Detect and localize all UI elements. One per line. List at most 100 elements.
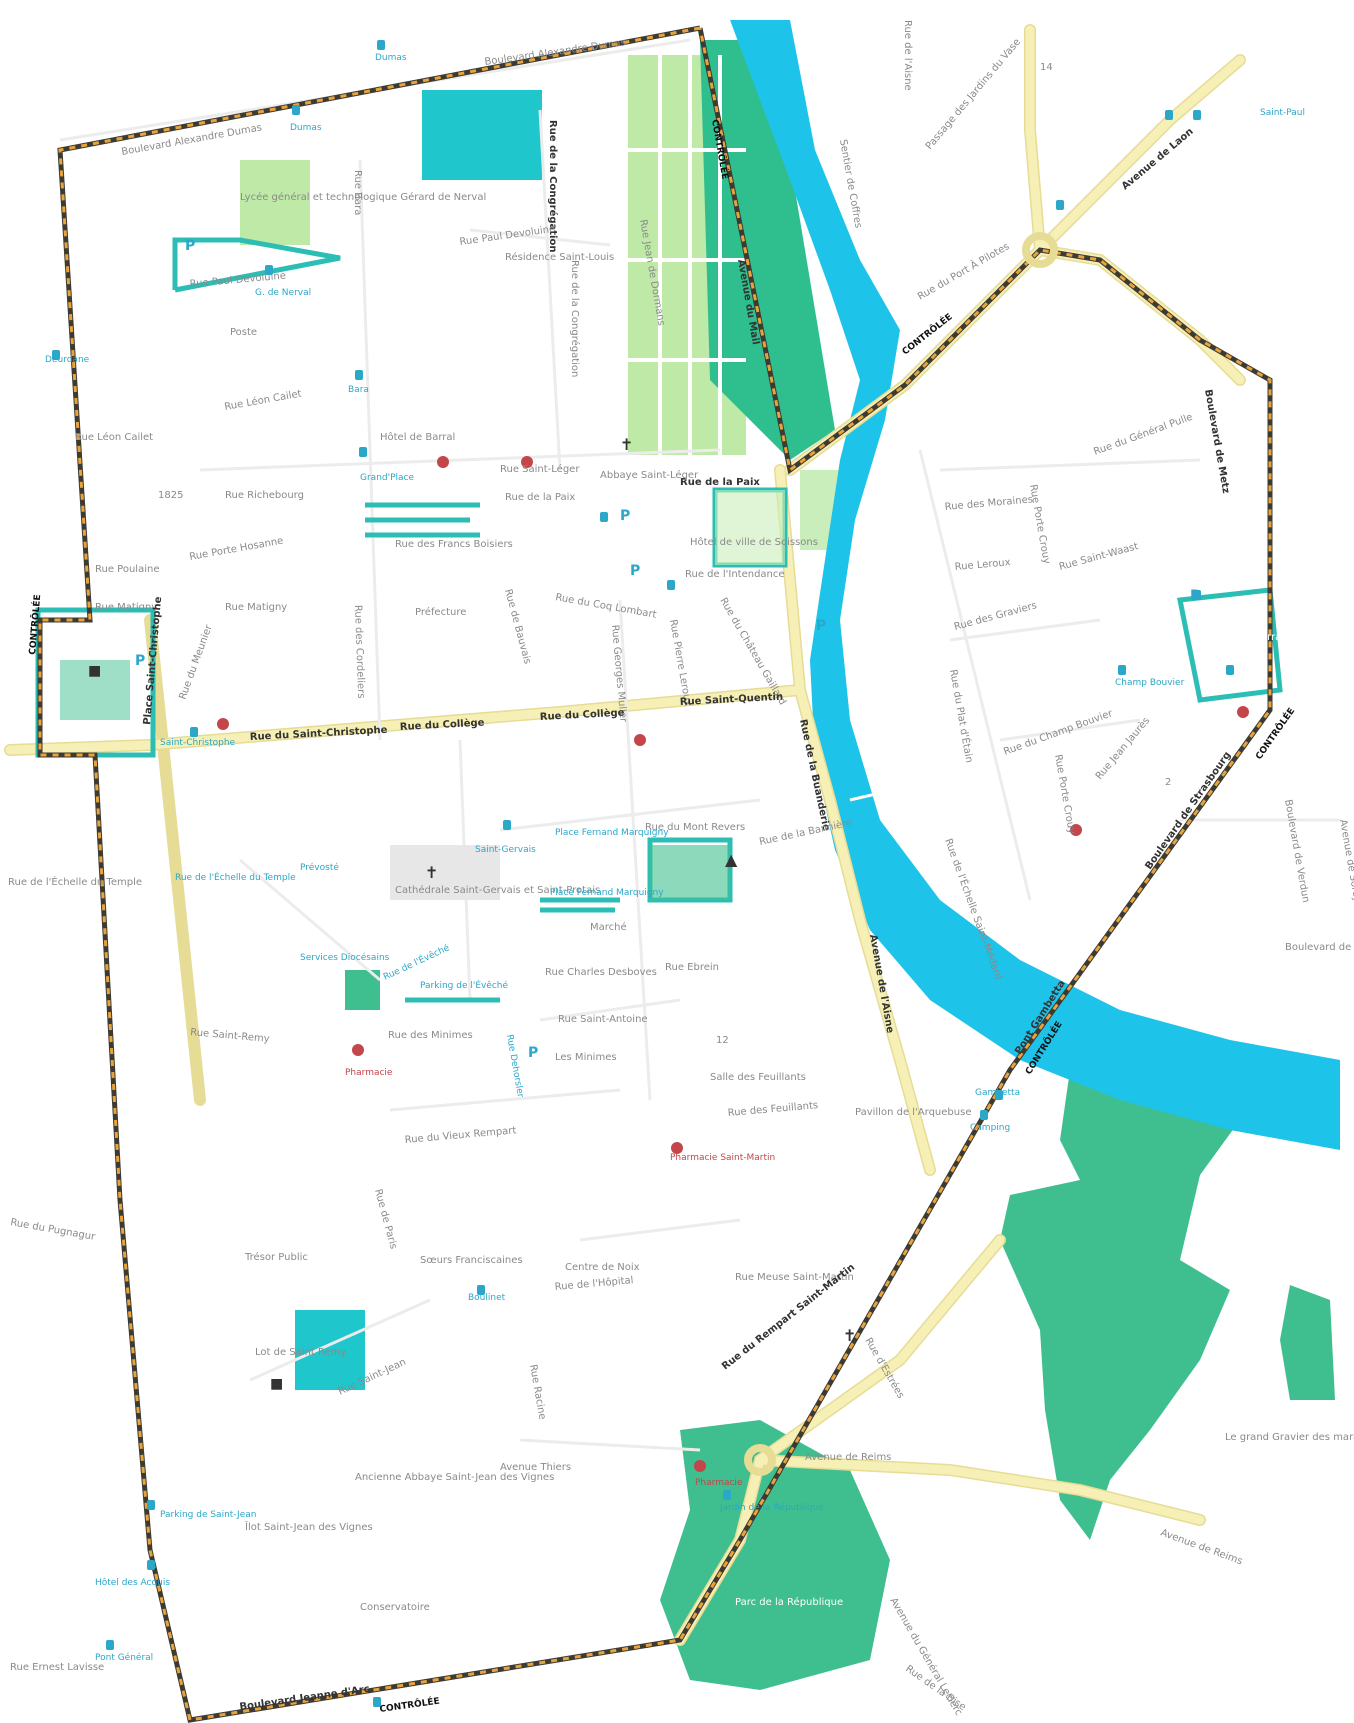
street-label: Rue Matigny <box>95 602 157 613</box>
parking-icon[interactable]: P <box>135 653 145 669</box>
church-icon[interactable]: ✝ <box>843 1326 856 1345</box>
bus-icon[interactable] <box>359 447 367 457</box>
museum-icon[interactable]: ■ <box>270 1376 283 1392</box>
place-label: Pharmacie <box>345 1068 393 1078</box>
bus-icon[interactable] <box>1118 665 1126 675</box>
bus-icon[interactable] <box>147 1500 155 1510</box>
street-label: Rue de l'Échelle du Temple <box>175 871 296 883</box>
place-label: Place Alsace Lorraine <box>1190 632 1297 643</box>
church-icon[interactable]: ✝ <box>620 435 633 454</box>
place-label: Abbaye Saint-Léger <box>600 469 699 481</box>
place-label: Saint-Gervais <box>475 845 536 855</box>
place-label: Prévosté <box>300 862 339 873</box>
street-label: Avenue Thiers <box>500 1462 571 1473</box>
parking-icon[interactable]: P <box>1190 588 1200 604</box>
bus-icon[interactable] <box>477 1285 485 1295</box>
place-label: Centre de Noix <box>565 1262 640 1273</box>
place-label: Trésor Public <box>244 1251 308 1263</box>
place-label: Saint-Paul <box>1260 108 1305 118</box>
place-label: Saint-Christophe <box>160 738 236 748</box>
pharmacy-icon[interactable] <box>352 1044 364 1056</box>
place-label: Lycée général et technologique Gérard de… <box>240 191 486 203</box>
place-label: Parc de la République <box>735 1596 843 1608</box>
bus-icon[interactable] <box>355 370 363 380</box>
bus-icon[interactable] <box>600 512 608 522</box>
roundabout-reims <box>744 1444 776 1476</box>
place-labels: Lycée général et technologique Gérard de… <box>45 53 1354 1663</box>
bus-icon[interactable] <box>1165 110 1173 120</box>
pharmacy-icon[interactable] <box>217 718 229 730</box>
church-icon[interactable]: ✝ <box>425 863 438 882</box>
place-label: Ancienne Abbaye Saint-Jean des Vignes <box>355 1472 554 1483</box>
monument-icon[interactable]: ▲ <box>725 850 738 869</box>
pharmacy-icon[interactable] <box>437 456 449 468</box>
pool-south <box>295 1310 365 1390</box>
parking-icon[interactable]: P <box>185 238 195 254</box>
place-label: Pont Général <box>95 1652 153 1663</box>
pharmacy-icon[interactable] <box>634 734 646 746</box>
pharmacy-icon[interactable] <box>521 456 533 468</box>
place-label: Marché <box>590 921 627 933</box>
street-label: Place Fernand Marquigny <box>555 828 669 838</box>
river-aisne <box>730 20 1340 1150</box>
place-label: Hôtel de ville de Soissons <box>690 536 818 548</box>
bus-icon[interactable] <box>52 350 60 360</box>
street-label: Rue Matigny <box>225 602 287 613</box>
pharmacy-icon[interactable] <box>1070 824 1082 836</box>
parking-icon[interactable]: P <box>620 508 630 524</box>
pharmacy-icon[interactable] <box>671 1142 683 1154</box>
museum-icon[interactable]: ■ <box>88 663 101 679</box>
pharmacy-icon[interactable] <box>1237 706 1249 718</box>
place-label: Préfecture <box>415 606 466 618</box>
bus-icon[interactable] <box>1193 590 1201 600</box>
place-label: Hôtel de Barral <box>380 431 455 443</box>
place-label: Gambetta <box>975 1088 1020 1098</box>
house-number: 1825 <box>158 490 183 501</box>
street-label: Rue Leroux <box>954 557 1011 573</box>
bus-icon[interactable] <box>503 820 511 830</box>
place-label: Pharmacie <box>695 1478 743 1488</box>
bus-icon[interactable] <box>667 580 675 590</box>
bus-icon[interactable] <box>106 1640 114 1650</box>
bus-icon[interactable] <box>723 1490 731 1500</box>
parking-icon[interactable]: P <box>630 563 640 579</box>
street-label: Avenue de Reims <box>805 1452 891 1463</box>
bus-icon[interactable] <box>292 105 300 115</box>
street-label: Rue de l'Échelle du Temple <box>8 875 142 888</box>
bus-icon[interactable] <box>190 727 198 737</box>
bus-icon[interactable] <box>1226 665 1234 675</box>
place-label: Camping <box>970 1123 1010 1133</box>
place-label: Pavillon de l'Arquebuse <box>855 1107 971 1118</box>
bus-icon[interactable] <box>980 1110 988 1120</box>
place-label: Cathédrale Saint-Gervais et Saint-Protai… <box>395 884 600 896</box>
street-label: Rue Léon Cailet <box>75 431 153 443</box>
house-number: 2 <box>1165 777 1171 788</box>
bus-icon[interactable] <box>1056 200 1064 210</box>
place-label: Grand'Place <box>360 473 414 483</box>
street-label: Rue Richebourg <box>225 490 304 501</box>
parking-icon[interactable]: P <box>816 618 826 634</box>
street-label: Rue Saint-Antoine <box>558 1014 648 1025</box>
bus-icon[interactable] <box>147 1560 155 1570</box>
bus-icon[interactable] <box>995 1090 1003 1100</box>
place-label: Conservatoire <box>360 1602 430 1613</box>
street-label: Rue Charles Desboves <box>545 967 657 978</box>
street-label: Rue du Collège <box>540 707 625 723</box>
bus-icon[interactable] <box>377 40 385 50</box>
bus-icon[interactable] <box>1193 110 1201 120</box>
street-label: Rue Saint-Léger <box>500 463 580 475</box>
place-label: Salle des Feuillants <box>710 1072 806 1083</box>
place-label: Poste <box>230 327 257 338</box>
parc-republique-area <box>660 1420 890 1690</box>
park-mail <box>628 40 835 460</box>
street-label: Rue de la Congrégation <box>547 120 559 252</box>
bus-icon[interactable] <box>265 265 273 275</box>
parking-icon[interactable]: P <box>528 1045 538 1061</box>
poi-markers[interactable]: P P P P P P P ✝ ✝ ✝ ▲ ■ ■ <box>52 40 1249 1707</box>
bus-icon[interactable] <box>373 1697 381 1707</box>
place-label: Dumas <box>375 53 407 63</box>
pharmacy-icon[interactable] <box>694 1460 706 1472</box>
house-number: 14 <box>1040 62 1053 73</box>
street-label: Boulevard de Metz <box>1285 942 1354 953</box>
